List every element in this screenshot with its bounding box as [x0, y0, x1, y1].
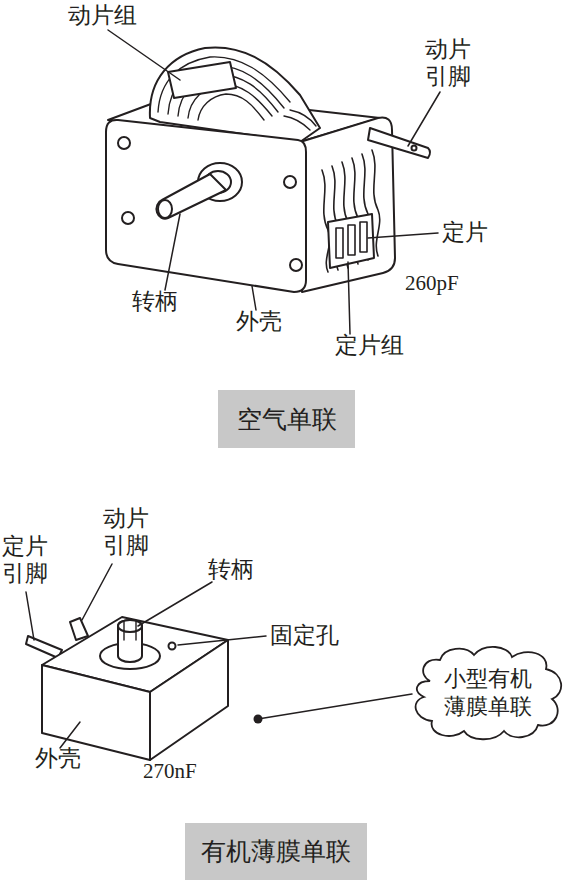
node-text: 有机薄膜单联: [201, 835, 351, 868]
caption-box: 空气单联: [218, 390, 355, 448]
part-label: 固定孔: [270, 622, 339, 649]
node-text: 空气单联: [237, 403, 337, 436]
stator-bracket: [328, 214, 374, 268]
value-label: 270nF: [143, 758, 197, 785]
callout-cloud: 小型有机 薄膜单联: [408, 643, 568, 743]
pin-label: 动片 引脚: [103, 505, 154, 559]
rotor-lead-small: [70, 618, 88, 640]
cloud-shape: [416, 647, 562, 739]
node-text: 小型有机 薄膜单联: [441, 665, 536, 721]
rotor-lead: [368, 128, 430, 158]
part-label: 转柄: [208, 556, 254, 583]
plate-band: [168, 62, 236, 98]
part-label: 定片: [442, 219, 488, 246]
value-label: 260pF: [405, 270, 459, 297]
part-label: 外壳: [35, 745, 81, 772]
pin-label: 动片 引脚: [425, 36, 476, 90]
caption-box: 有机薄膜单联: [185, 823, 367, 880]
front-plate: [106, 120, 306, 292]
part-label: 转柄: [132, 288, 178, 315]
part-label: 定片组: [335, 332, 404, 359]
part-label: 外壳: [236, 308, 282, 335]
part-label: 动片组: [68, 2, 137, 29]
shaft: [156, 174, 226, 219]
film-cap-side: [150, 640, 228, 760]
cloud-outline: [408, 643, 568, 743]
stator-lead: [26, 636, 62, 658]
pin-label: 定片 引脚: [2, 533, 53, 587]
